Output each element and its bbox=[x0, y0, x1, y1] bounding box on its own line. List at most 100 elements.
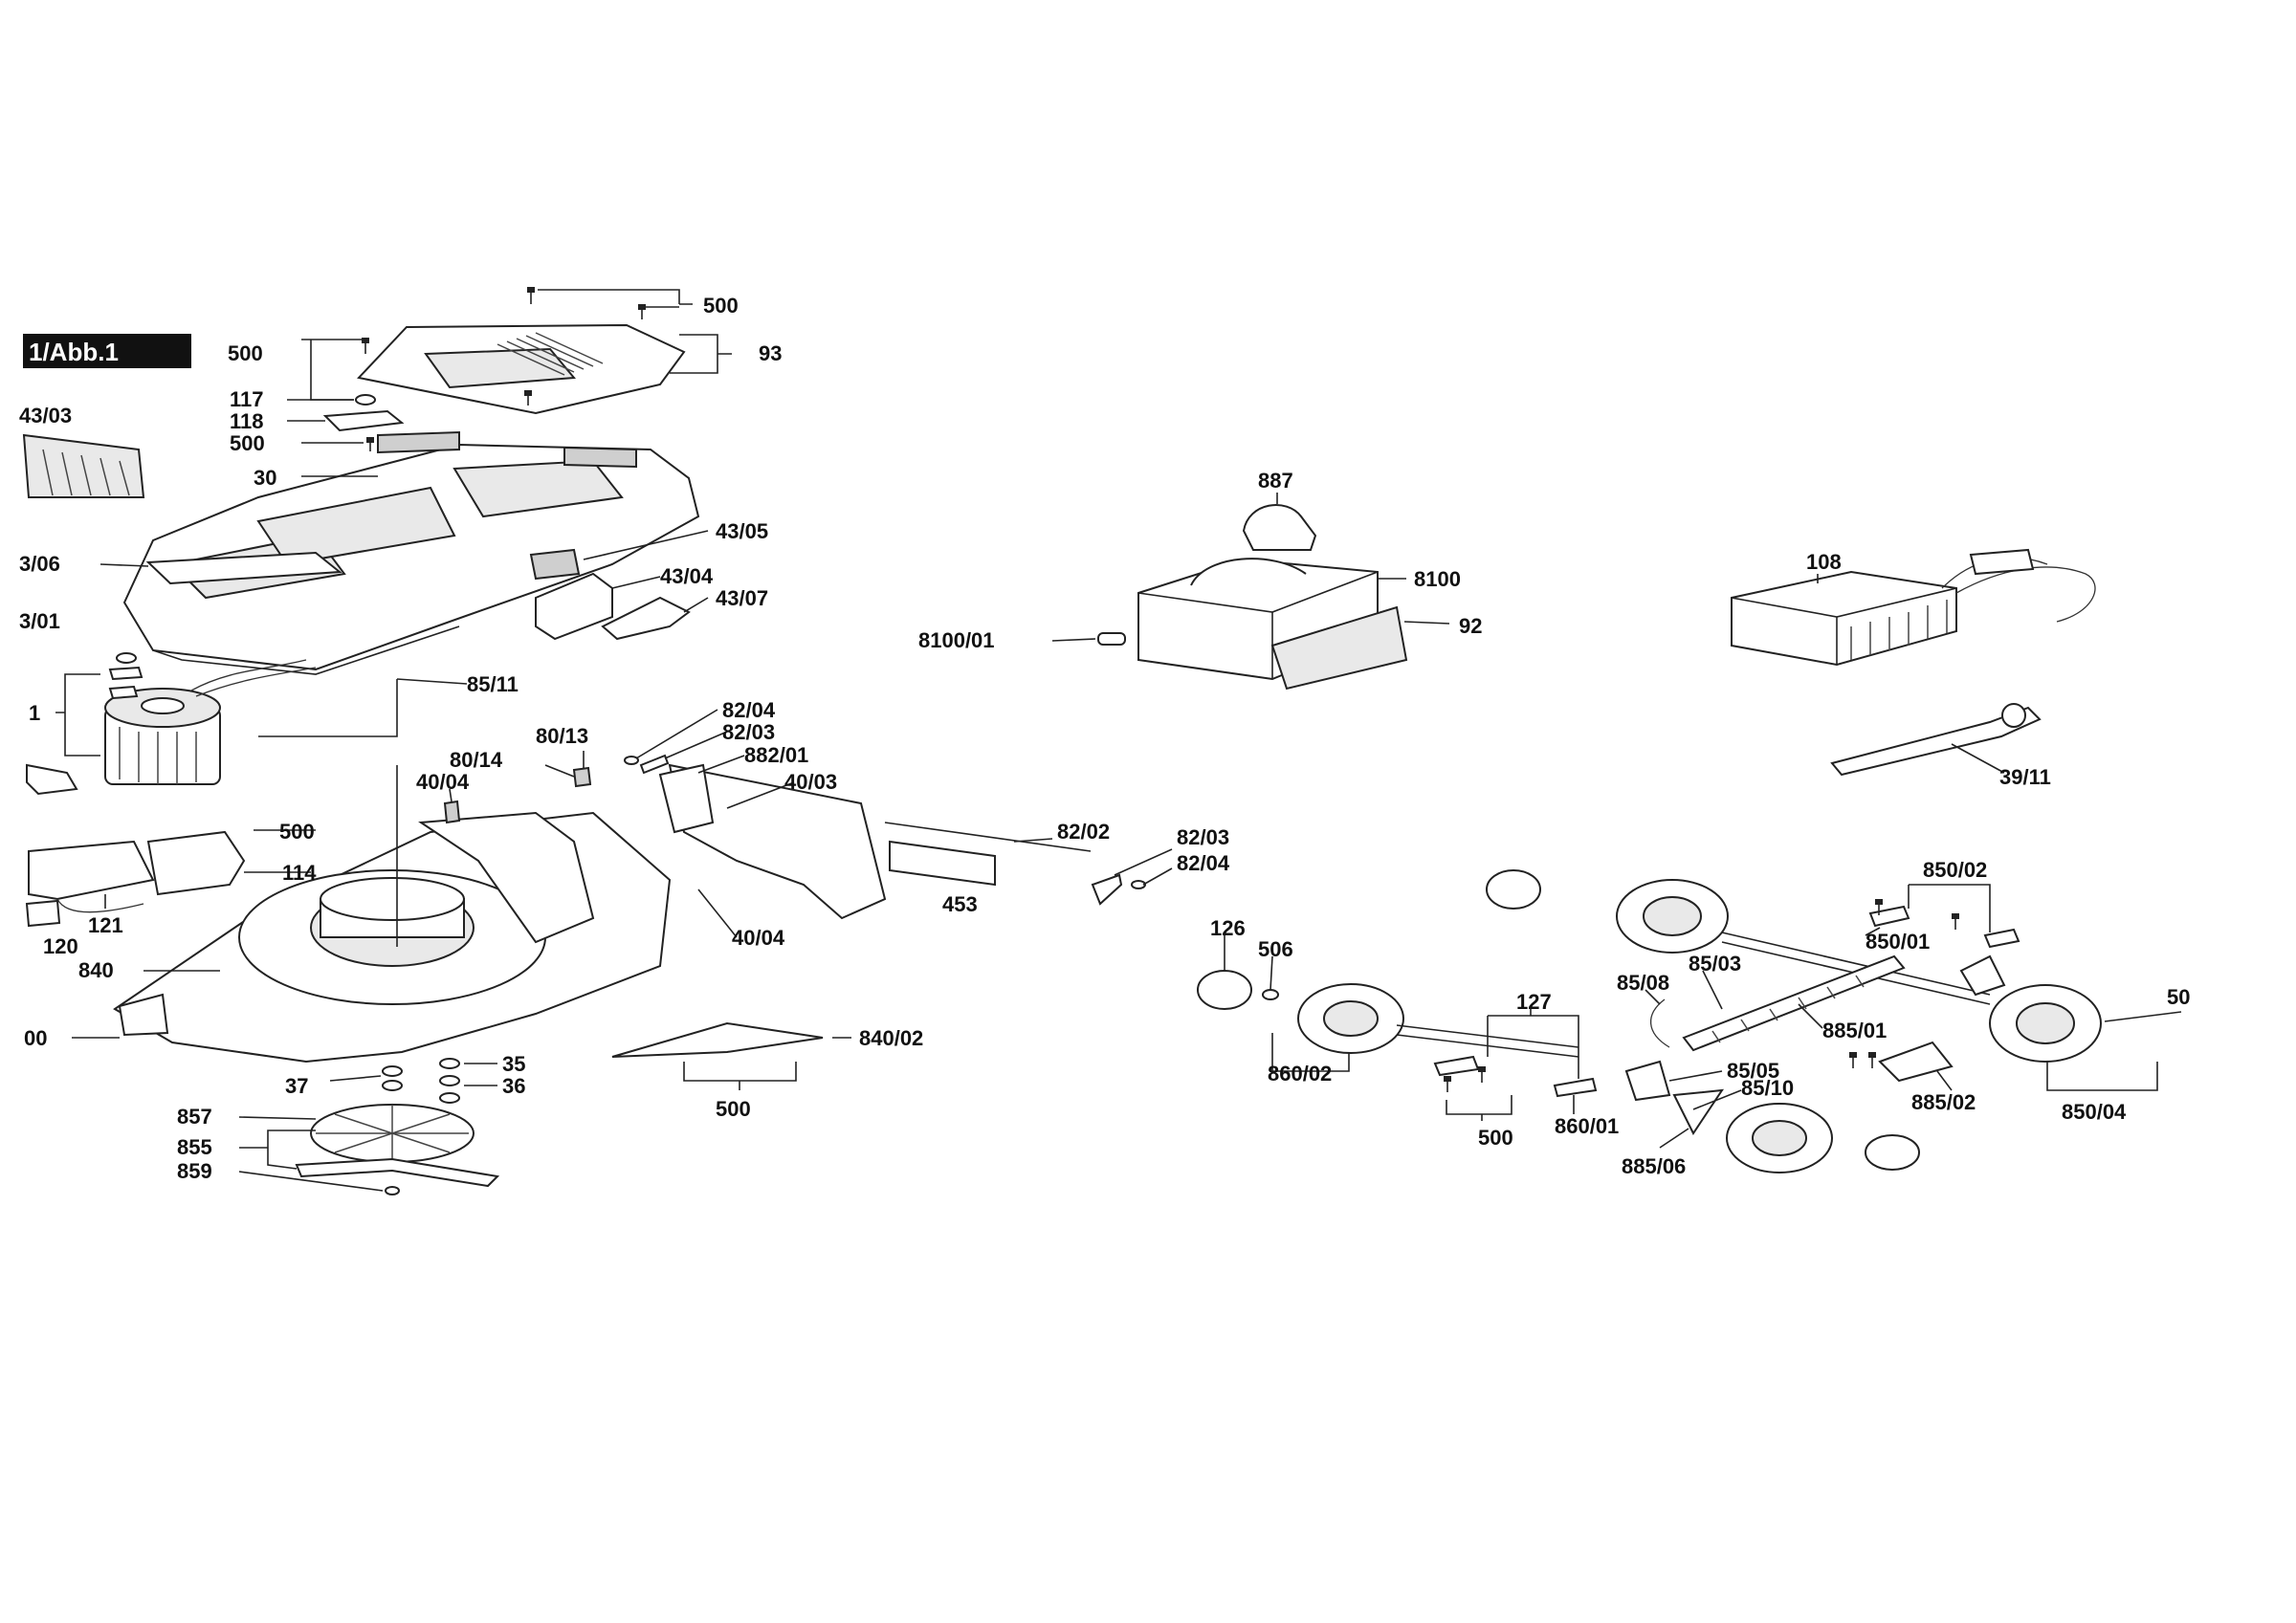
wrench-39-11 bbox=[1830, 703, 2042, 777]
upper-housing bbox=[122, 430, 700, 675]
label-857: 857 bbox=[177, 1105, 212, 1129]
side-grille-43-03 bbox=[22, 433, 145, 498]
spring-82-04 bbox=[624, 756, 639, 765]
switch-43-05 bbox=[529, 548, 581, 581]
label-500-top: 500 bbox=[703, 294, 739, 318]
label-850-01: 850/01 bbox=[1866, 930, 1930, 954]
label-37: 37 bbox=[285, 1074, 308, 1098]
spring-82-03 bbox=[639, 754, 670, 775]
label-840-02: 840/02 bbox=[859, 1026, 923, 1050]
wheel-front-left bbox=[1297, 983, 1404, 1054]
rod-82-02 bbox=[884, 822, 1092, 852]
label-43-06: 3/06 bbox=[19, 552, 60, 576]
label-plate-453 bbox=[889, 840, 996, 887]
screws-axle-500 bbox=[1444, 899, 1959, 1092]
clip-43-07 bbox=[601, 596, 691, 641]
base-plate-00 bbox=[118, 993, 169, 1037]
washer-506 bbox=[1262, 989, 1279, 1000]
charger-cable-plug bbox=[1941, 548, 2096, 623]
spring-82-03b bbox=[1091, 873, 1123, 906]
label-82-04b: 82/04 bbox=[1177, 851, 1230, 875]
label-85-05: 85/05 bbox=[1727, 1059, 1779, 1083]
label-500-mid: 500 bbox=[230, 431, 265, 455]
part-left-edge bbox=[26, 763, 78, 796]
label-39-11: 39/11 bbox=[1999, 765, 2051, 789]
cover-flap-43-06 bbox=[145, 551, 342, 585]
label-118: 118 bbox=[230, 409, 264, 433]
part-labels: 500 93 500 117 118 500 30 43/03 43/05 3/… bbox=[19, 294, 2190, 1183]
label-885-02: 885/02 bbox=[1911, 1090, 1976, 1114]
label-00: 00 bbox=[24, 1026, 47, 1050]
bracket-885-01 bbox=[1959, 954, 2006, 997]
bracket-85-05 bbox=[1624, 1060, 1671, 1102]
label-43-03: 43/03 bbox=[19, 404, 72, 428]
label-500-motor: 500 bbox=[279, 820, 315, 844]
plate-885-02 bbox=[1878, 1041, 1954, 1083]
washer-117 bbox=[355, 394, 376, 406]
motor-brackets bbox=[108, 652, 144, 700]
label-8100-01: 8100/01 bbox=[918, 628, 995, 652]
label-108: 108 bbox=[1806, 550, 1842, 574]
label-860-02: 860/02 bbox=[1268, 1062, 1332, 1086]
spring-85-03 bbox=[1682, 954, 1906, 1052]
label-85-08: 85/08 bbox=[1617, 971, 1669, 995]
label-860-01: 860/01 bbox=[1555, 1114, 1619, 1138]
label-40-03: 40/03 bbox=[784, 770, 837, 794]
label-85-03: 85/03 bbox=[1689, 952, 1741, 976]
label-850-04: 850/04 bbox=[2062, 1100, 2127, 1124]
screw-500-top bbox=[362, 287, 646, 451]
label-36: 36 bbox=[502, 1074, 525, 1098]
label-85-10: 85/10 bbox=[1741, 1076, 1794, 1100]
label-40-04b: 40/04 bbox=[732, 926, 785, 950]
part-120 bbox=[25, 899, 61, 928]
label-35: 35 bbox=[502, 1052, 525, 1076]
label-120: 120 bbox=[43, 934, 78, 958]
label-885-01: 885/01 bbox=[1822, 1019, 1887, 1042]
bracket-882-01 bbox=[658, 763, 715, 834]
motor bbox=[104, 659, 317, 785]
switch-80-13 bbox=[572, 766, 592, 788]
label-882-01: 882/01 bbox=[744, 743, 808, 767]
brackets-127 bbox=[1433, 1055, 1598, 1098]
bolt-859 bbox=[385, 1186, 400, 1195]
fan-857 bbox=[310, 1104, 475, 1163]
wheel-rear-left bbox=[1616, 879, 1729, 954]
washers-35-36 bbox=[439, 1058, 460, 1104]
cable-duct-43-04 bbox=[535, 572, 613, 641]
label-850-02: 850/02 bbox=[1923, 858, 1987, 882]
label-117: 117 bbox=[230, 387, 264, 411]
deck-840 bbox=[113, 811, 672, 1064]
label-855: 855 bbox=[177, 1135, 212, 1159]
rear-flap-40-03 bbox=[668, 763, 887, 920]
label-127: 127 bbox=[1516, 990, 1552, 1014]
label-43-07: 43/07 bbox=[716, 586, 768, 610]
label-506: 506 bbox=[1258, 937, 1293, 961]
hubcap-126 bbox=[1197, 970, 1252, 1010]
label-93: 93 bbox=[759, 341, 782, 365]
spring-82-04b bbox=[1131, 880, 1146, 889]
clip-885-06 bbox=[1672, 1088, 1725, 1135]
label-43-01: 3/01 bbox=[19, 609, 60, 633]
charger-108 bbox=[1731, 570, 1957, 667]
deflector-840-02 bbox=[611, 1021, 824, 1058]
label-80-13: 80/13 bbox=[536, 724, 588, 748]
spacer-37 bbox=[382, 1065, 403, 1091]
label-840: 840 bbox=[78, 958, 114, 982]
label-82-03a: 82/03 bbox=[722, 720, 775, 744]
label-885-06: 885/06 bbox=[1622, 1154, 1686, 1178]
circuit-board-121 bbox=[28, 840, 155, 913]
top-cover-plate bbox=[357, 323, 686, 415]
plate-118 bbox=[322, 409, 405, 432]
label-92: 92 bbox=[1459, 614, 1482, 638]
label-121: 121 bbox=[88, 913, 123, 937]
label-82-03b: 82/03 bbox=[1177, 825, 1229, 849]
label-80-14: 80/14 bbox=[450, 748, 503, 772]
handle-887 bbox=[1242, 504, 1317, 551]
hubcap-rear-left bbox=[1486, 869, 1541, 910]
leader-lines bbox=[55, 289, 2182, 1192]
figure-tag: 1/Abb.1 bbox=[23, 334, 191, 368]
hubcap-rear-right bbox=[1865, 1134, 1920, 1171]
label-500-axle: 500 bbox=[1478, 1126, 1513, 1150]
label-85-11: 85/11 bbox=[467, 672, 519, 696]
